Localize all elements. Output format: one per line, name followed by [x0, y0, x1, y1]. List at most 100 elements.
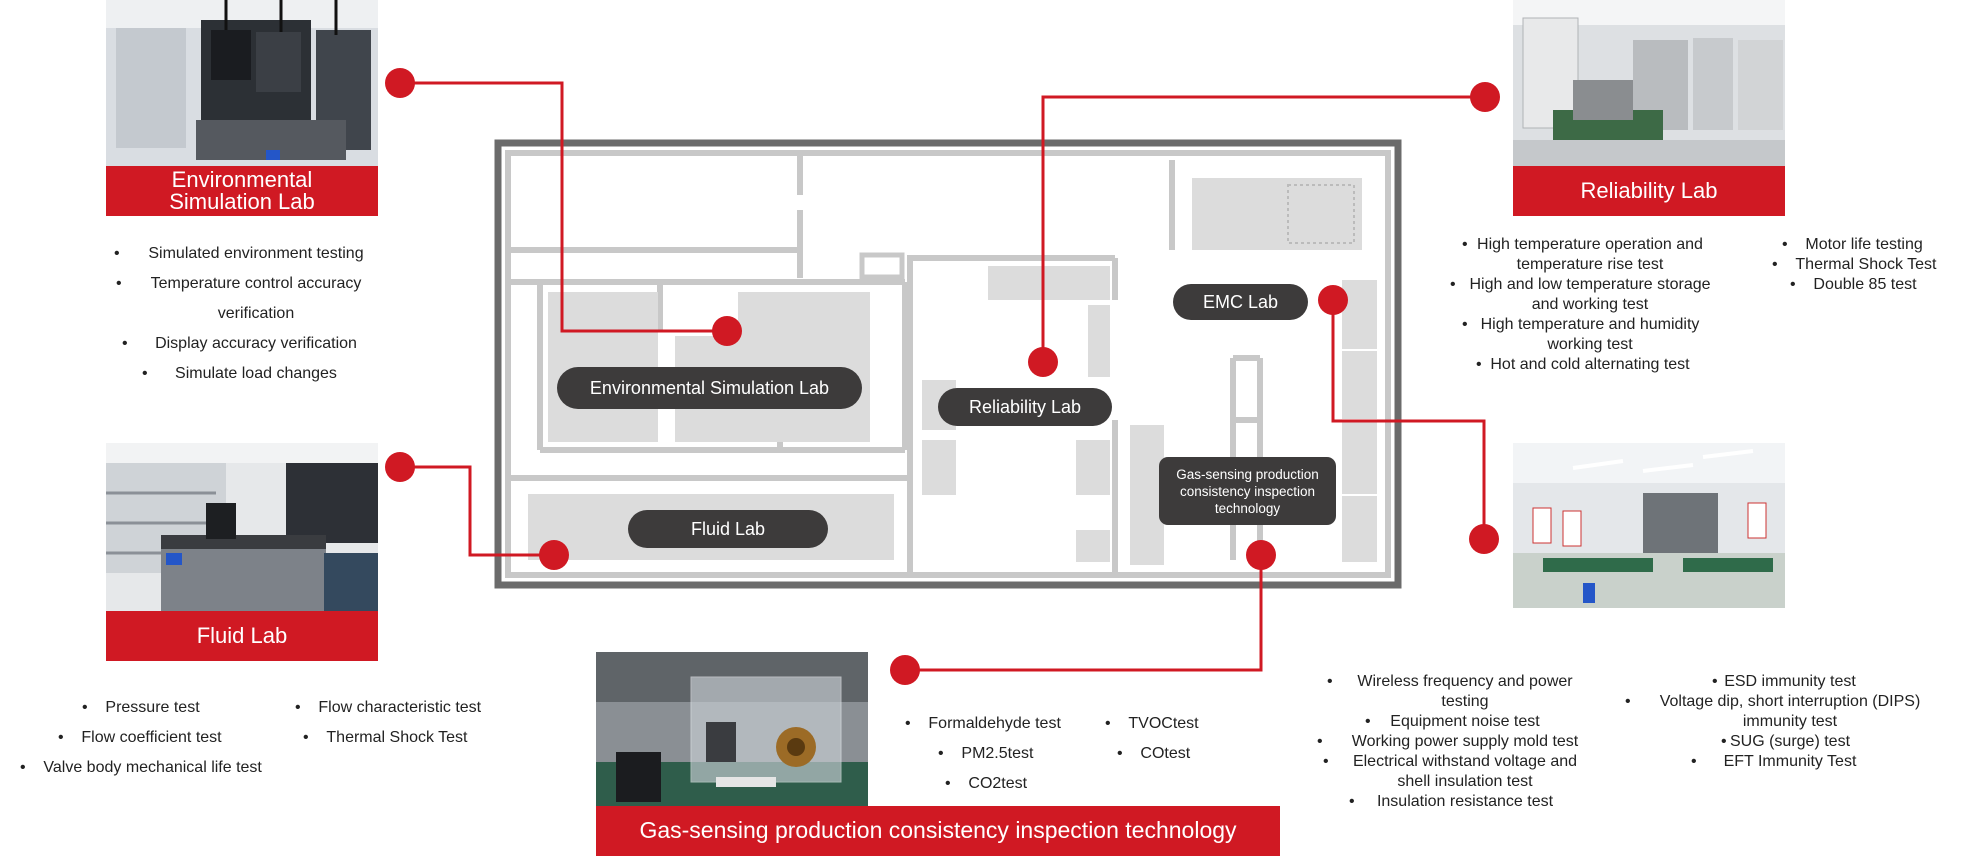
reliability-test-4: High temperature and humidity — [1480, 316, 1700, 333]
list-item: •Display accuracy verification — [122, 335, 357, 352]
list-item: •Temperature control accuracy — [116, 275, 362, 292]
pill-reliability-label: Reliability Lab — [968, 396, 1082, 417]
dot-gas-room — [1246, 540, 1276, 570]
list-item: •Working power supply mold test — [1317, 733, 1579, 750]
gas-test-4: COtest — [1140, 745, 1191, 762]
reliability-test-list-2: • Motor life testing • Thermal Shock Tes… — [1772, 235, 1964, 295]
emc-test-0: Wireless frequency and power — [1357, 673, 1573, 690]
title-fluid-lab: Fluid Lab — [106, 611, 378, 661]
title-environmental-simulation-lab: Environmental Simulation Lab — [106, 166, 378, 216]
pill-fluid-lab: Fluid Lab — [628, 510, 828, 548]
fluid-test-3: Flow characteristic test — [318, 699, 482, 716]
dot-reliability-room — [1028, 347, 1058, 377]
title-reliability-text: Reliability Lab — [1580, 177, 1718, 203]
dot-emc-room — [1318, 285, 1348, 315]
list-item: • CO2test — [945, 775, 1028, 792]
emc-test-2: Equipment noise test — [1390, 713, 1540, 730]
emc-test-7: ESD immunity test — [1724, 673, 1856, 690]
emc-test-11: EFT Immunity Test — [1723, 753, 1857, 770]
dot-emc-photo — [1469, 524, 1499, 554]
list-item: working test — [1440, 335, 1740, 355]
connector-fluid — [400, 465, 554, 557]
connector-lines — [400, 81, 1486, 672]
dot-env-photo — [385, 68, 415, 98]
pill-reliability-lab: Reliability Lab — [938, 388, 1112, 426]
reliability-test-9: Double 85 test — [1813, 276, 1917, 293]
list-item: •High and low temperature storage — [1450, 276, 1711, 293]
list-item: •Electrical withstand voltage and — [1323, 753, 1578, 770]
connector-gas — [905, 555, 1263, 672]
list-item: • COtest — [1117, 745, 1191, 762]
reliability-test-3: and working test — [1531, 296, 1649, 313]
fluid-test-0: Pressure test — [105, 699, 200, 716]
emc-test-4: Electrical withstand voltage and — [1352, 753, 1578, 770]
dot-reliability-photo — [1470, 82, 1500, 112]
title-gas-text: Gas-sensing production consistency inspe… — [639, 817, 1237, 844]
pill-gas-line-3: technology — [1214, 500, 1281, 516]
list-item: temperature rise test — [1440, 255, 1740, 275]
fluid-test-list: • Pressure test • Flow coefficient test … — [20, 693, 500, 783]
inner-wall — [505, 150, 1391, 578]
pill-fluid-label: Fluid Lab — [690, 518, 766, 539]
env-test-4: Simulate load changes — [175, 365, 337, 382]
fluid-test-2: Valve body mechanical life test — [43, 759, 262, 776]
reliability-test-list: •High temperature operation and temperat… — [1440, 235, 1740, 375]
reliability-test-6: Hot and cold alternating test — [1490, 356, 1690, 373]
fluid-test-1: Flow coefficient test — [81, 729, 222, 746]
gas-test-list: • Formaldehyde test • PM2.5test • CO2tes… — [900, 709, 1260, 799]
env-test-0: Simulated environment testing — [148, 245, 364, 262]
list-item: • Valve body mechanical life test — [20, 759, 262, 776]
title-reliability-lab: Reliability Lab — [1513, 166, 1785, 216]
list-item: testing — [1310, 692, 1620, 712]
pill-env-label: Environmental Simulation Lab — [589, 377, 830, 398]
title-env-line-1: Environmental — [171, 166, 313, 192]
reliability-test-7: Motor life testing — [1805, 236, 1923, 253]
list-item: •Simulated environment testing — [114, 245, 364, 262]
list-item: • Double 85 test — [1790, 276, 1917, 293]
emc-test-5: shell insulation test — [1397, 773, 1533, 790]
emc-test-8: Voltage dip, short interruption (DIPS) — [1659, 693, 1921, 710]
dot-env-room — [712, 316, 742, 346]
list-item: • Flow coefficient test — [58, 729, 222, 746]
pill-environmental-simulation-lab: Environmental Simulation Lab — [557, 367, 862, 409]
list-item: •Hot and cold alternating test — [1476, 356, 1690, 373]
list-item: • TVOCtest — [1105, 715, 1199, 732]
list-item: •Simulate load changes — [142, 365, 337, 382]
gas-test-1: PM2.5test — [961, 745, 1034, 762]
list-item: verification — [106, 299, 406, 329]
list-item: • Thermal Shock Test — [1772, 256, 1937, 273]
reliability-test-1: temperature rise test — [1516, 256, 1664, 273]
dot-fluid-photo — [385, 452, 415, 482]
photo-reliability-lab — [1513, 0, 1785, 166]
list-item: • Motor life testing — [1782, 236, 1923, 253]
dot-gas-photo — [890, 655, 920, 685]
reliability-test-8: Thermal Shock Test — [1795, 256, 1937, 273]
env-test-list: •Simulated environment testing •Temperat… — [106, 239, 406, 389]
env-test-2: verification — [217, 305, 295, 322]
list-item: shell insulation test — [1310, 772, 1620, 792]
list-item: •Voltage dip, short interruption (DIPS) — [1625, 693, 1921, 710]
list-item: •Wireless frequency and power — [1327, 673, 1573, 690]
connector-env — [400, 81, 727, 333]
env-test-1: Temperature control accuracy — [150, 275, 362, 292]
list-item: •Equipment noise test — [1365, 713, 1540, 730]
photo-fluid-lab — [106, 443, 378, 611]
pill-gas-line-2: consistency inspection — [1179, 483, 1316, 499]
gas-test-0: Formaldehyde test — [928, 715, 1061, 732]
gas-test-2: CO2test — [968, 775, 1028, 792]
reliability-test-2: High and low temperature storage — [1469, 276, 1711, 293]
title-fluid-text: Fluid Lab — [196, 622, 288, 648]
outer-wall — [494, 139, 1402, 589]
emc-test-10: SUG (surge) test — [1729, 733, 1851, 750]
emc-test-6: Insulation resistance test — [1376, 793, 1554, 810]
list-item: • Flow characteristic test — [295, 699, 482, 716]
list-item: • Formaldehyde test — [905, 715, 1061, 732]
list-item: •SUG (surge) test — [1721, 733, 1851, 750]
fluid-test-4: Thermal Shock Test — [326, 729, 468, 746]
photo-environmental-lab — [106, 0, 378, 166]
gas-test-3: TVOCtest — [1128, 715, 1199, 732]
equipment-blocks — [528, 178, 1377, 565]
list-item: and working test — [1440, 295, 1740, 315]
list-item: immunity test — [1625, 712, 1955, 732]
